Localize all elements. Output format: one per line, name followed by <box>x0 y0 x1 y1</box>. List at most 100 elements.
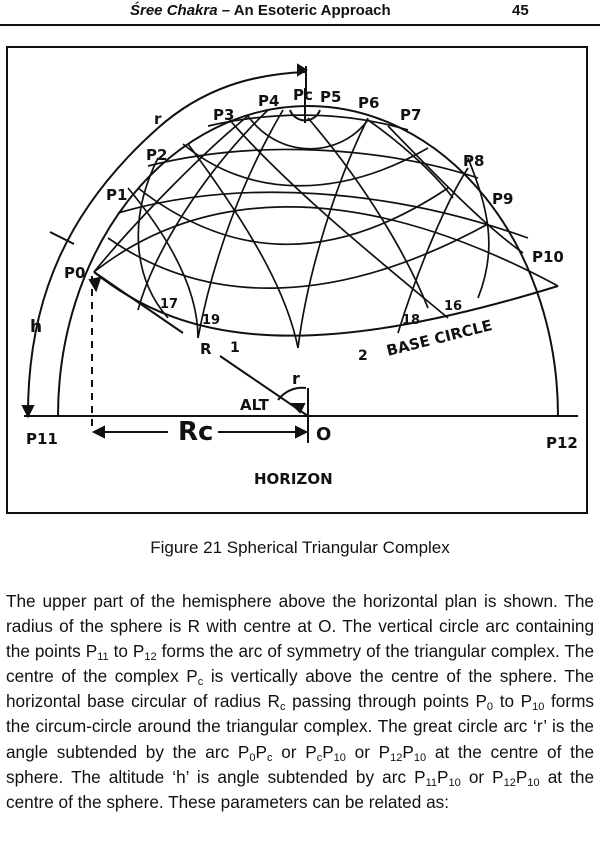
lattice-arc <box>297 117 369 349</box>
subscript: 10 <box>448 776 461 789</box>
subscript: c <box>279 701 286 714</box>
label-pc: Pc <box>293 86 313 104</box>
book-title-italic: Śree Chakra <box>130 2 218 19</box>
lattice-arc <box>307 117 429 309</box>
label-p0: P0 <box>64 264 85 282</box>
text-run: or P <box>272 741 317 762</box>
running-title: Śree Chakra – An Esoteric Approach <box>130 2 391 19</box>
subscript: 10 <box>413 751 427 764</box>
subscript: 10 <box>333 751 346 764</box>
subscript: 12 <box>503 776 516 789</box>
label-p3: P3 <box>213 106 234 124</box>
label-16: 16 <box>444 299 462 314</box>
label-alt: ALT <box>240 396 270 414</box>
label-R: R <box>200 340 212 358</box>
header-rule <box>0 24 600 26</box>
label-p12: P12 <box>546 434 578 452</box>
text-run: forms the arc of symmetry of the triangu… <box>6 641 595 687</box>
label-p2: P2 <box>146 146 167 164</box>
label-18: 18 <box>402 313 420 328</box>
lattice-arc <box>137 187 449 246</box>
lattice-arc <box>467 157 490 299</box>
lattice-arc <box>397 167 469 334</box>
lattice-arc <box>93 206 559 287</box>
label-p7: P7 <box>400 106 421 124</box>
lattice-arc <box>117 191 529 239</box>
lattice-arc <box>137 157 169 319</box>
label-p11: P11 <box>26 430 58 448</box>
subscript: c <box>197 676 204 689</box>
figure-caption: Figure 21 Spherical Triangular Complex <box>150 538 450 557</box>
label-p1: P1 <box>106 186 127 204</box>
subscript: 12 <box>144 651 157 664</box>
text-run: P <box>515 766 528 787</box>
text-run: to P <box>493 691 533 712</box>
text-run: P <box>255 741 267 762</box>
label-p10: P10 <box>532 248 564 266</box>
label-19: 19 <box>202 313 220 328</box>
lattice-arc <box>187 143 299 349</box>
h-arrowhead <box>21 405 35 419</box>
lattice-arc <box>127 187 199 339</box>
subscript: 11 <box>97 651 109 664</box>
book-title-rest: An Esoteric Approach <box>233 2 391 19</box>
alt-angle-arc <box>277 386 307 401</box>
subscript: 0 <box>486 701 494 714</box>
subscript: 10 <box>532 701 545 714</box>
label-horizon: HORIZON <box>254 470 333 488</box>
lattice-arc <box>207 114 409 131</box>
subscript: 0 <box>249 751 256 764</box>
label-rc: Rc <box>178 417 213 447</box>
text-run: The upper part of the hemisphere above t… <box>6 591 594 662</box>
r-arrowhead-p0 <box>88 276 102 293</box>
subscript: 11 <box>425 776 438 789</box>
label-1: 1 <box>230 340 240 356</box>
text-run: or P <box>460 766 504 787</box>
text-run: P <box>437 766 449 787</box>
lattice-arc <box>247 115 369 150</box>
text-run: or P <box>345 741 391 762</box>
lattice-arc <box>387 125 524 254</box>
label-h: h <box>30 317 42 337</box>
page-number: 45 <box>512 2 529 19</box>
text-run: forms the circum-circle around the trian… <box>6 691 595 762</box>
label-p4: P4 <box>258 92 279 110</box>
subscript: c <box>266 751 273 764</box>
r-arrowhead <box>297 63 308 77</box>
text-run: at the centre of the sphere. These param… <box>6 766 595 812</box>
figure-spherical-triangular-complex: r P3 P4 Pc P5 P6 P7 P2 P1 P8 P9 P10 P0 P… <box>6 46 588 514</box>
text-run: is vertically above the centre of the sp… <box>6 666 594 712</box>
rc-arrowhead-left <box>91 425 105 439</box>
alt-arrowhead <box>289 403 306 414</box>
h-arc-tick <box>49 231 75 245</box>
hemisphere-arc <box>57 105 559 417</box>
radius-line <box>93 271 184 334</box>
lattice-arc <box>93 115 249 273</box>
label-p6: P6 <box>358 94 379 112</box>
subscript: 12 <box>390 751 403 764</box>
label-p5: P5 <box>320 88 341 106</box>
label-r-arc: r <box>154 110 162 128</box>
page-header: Śree Chakra – An Esoteric Approach 45 <box>0 0 600 26</box>
r-arc <box>157 71 307 129</box>
lattice-arc <box>367 119 454 199</box>
label-17: 17 <box>160 297 178 312</box>
label-o: O <box>316 424 331 445</box>
book-title-separator: – <box>217 2 234 19</box>
figure-diagram: r P3 P4 Pc P5 P6 P7 P2 P1 P8 P9 P10 P0 P… <box>21 63 578 488</box>
subscript: c <box>316 751 323 764</box>
rc-arrowhead-right <box>295 425 309 439</box>
text-run: P <box>322 741 334 762</box>
lattice-arc <box>182 143 429 187</box>
text-run: P <box>402 741 414 762</box>
text-run: at the centre of the sphere. The altitud… <box>6 741 594 787</box>
label-r-small: r <box>292 369 300 388</box>
label-p9: P9 <box>492 190 513 208</box>
lattice-arc <box>197 109 284 339</box>
label-2: 2 <box>358 348 368 364</box>
subscript: 10 <box>527 776 540 789</box>
lattice-arc <box>107 223 489 290</box>
h-arc <box>27 127 159 415</box>
text-run: passing through points P <box>285 691 487 712</box>
label-p8: P8 <box>463 152 484 170</box>
